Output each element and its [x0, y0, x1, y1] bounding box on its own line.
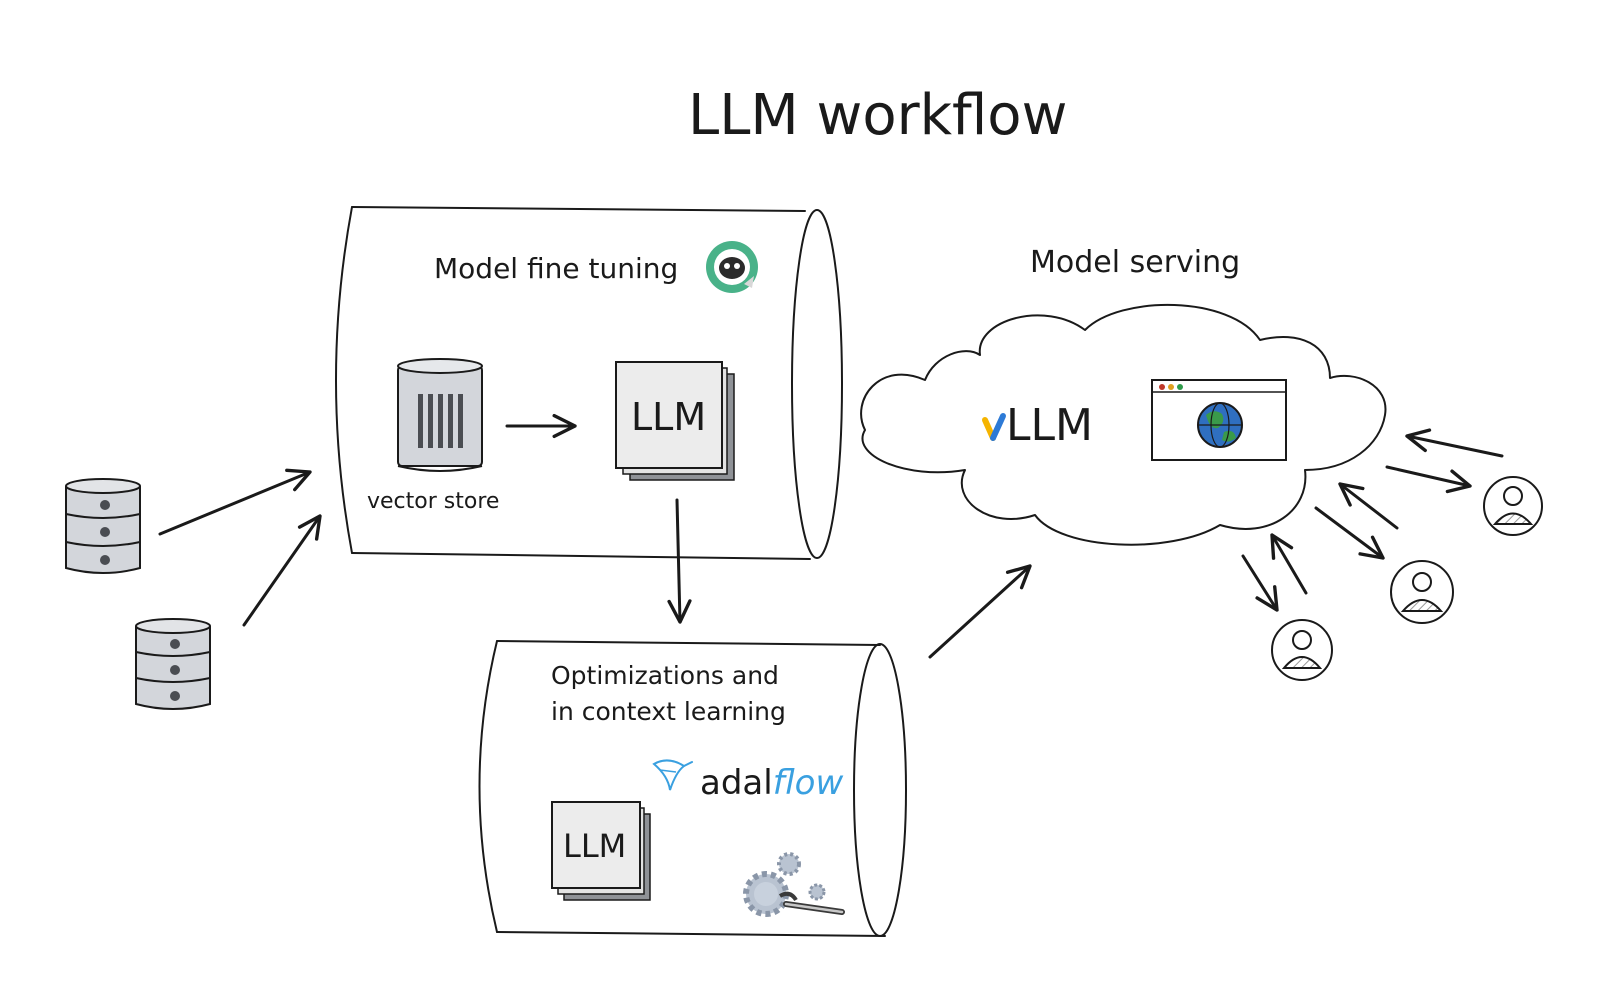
database-icon: [135, 618, 211, 710]
sloth-logo-icon: [706, 241, 758, 293]
gears-wrench-icon: [743, 852, 845, 917]
vector-store-label: vector store: [367, 489, 499, 514]
vector-store-icon: [397, 358, 483, 472]
optimization-label-line1: Optimizations and: [551, 661, 779, 690]
vllm-label: LLM: [1006, 400, 1093, 451]
arrow-user2-to-serving: [1338, 482, 1399, 530]
arrow-database1-to-finetuning: [158, 468, 312, 536]
page-title: LLM workflow: [688, 83, 1067, 148]
adalflow-logo-text: adalflow: [700, 763, 843, 803]
arrow-serving-to-user1: [1241, 554, 1279, 612]
serving-cloud: [860, 303, 1387, 546]
adalflow-word-accent: flow: [773, 763, 844, 803]
arrow-database2-to-finetuning: [242, 514, 322, 627]
fine-tuning-cylinder: [335, 206, 843, 560]
arrow-serving-to-user3: [1385, 465, 1472, 494]
adalflow-word-plain: adal: [700, 763, 773, 803]
vllm-logo-icon: [982, 413, 1006, 441]
optimization-llm-label: LLM: [563, 827, 626, 865]
arrow-llm-to-optimization: [667, 498, 692, 624]
adalflow-logo-icon: [652, 759, 693, 791]
llm-card-icon: [615, 361, 735, 481]
user-icon: [1390, 560, 1454, 624]
serving-label: Model serving: [1030, 245, 1240, 280]
fine-tuning-llm-label: LLM: [631, 395, 706, 439]
browser-globe-icon: [1151, 379, 1287, 461]
arrow-serving-to-user2: [1314, 506, 1385, 560]
user-icon: [1271, 619, 1333, 681]
user-icon: [1483, 476, 1543, 536]
optimization-llm-card-icon: [551, 801, 651, 901]
arrow-user3-to-serving: [1405, 428, 1504, 458]
fine-tuning-label: Model fine tuning: [434, 252, 678, 285]
database-icon: [65, 478, 141, 574]
arrow-optimization-to-serving: [928, 564, 1032, 659]
optimization-label-line2: in context learning: [551, 697, 786, 726]
arrow-user1-to-serving: [1270, 533, 1308, 595]
optimization-cylinder: [478, 640, 907, 937]
